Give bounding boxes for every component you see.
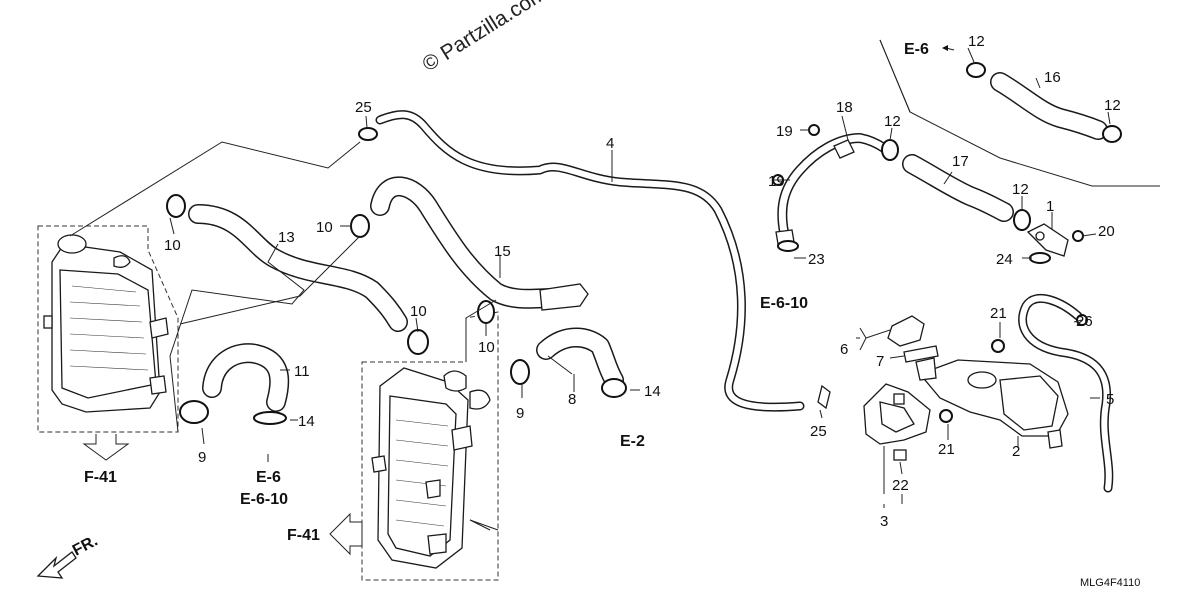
water-pump-assembly (915, 357, 1069, 449)
callout-8[interactable]: 8 (568, 391, 576, 408)
center-radiator (361, 311, 499, 581)
callout-12-top[interactable]: 12 (968, 33, 985, 50)
callout-23[interactable]: 23 (808, 251, 825, 268)
callout-14-left[interactable]: 14 (298, 413, 315, 430)
callout-9-left[interactable]: 9 (198, 449, 206, 466)
callout-25-top[interactable]: 25 (355, 99, 372, 116)
callout-12-right[interactable]: 12 (1012, 181, 1029, 198)
hose-15 (370, 176, 589, 311)
callout-19-lower[interactable]: 19 (768, 173, 785, 190)
callout-12-middle[interactable]: 12 (884, 113, 901, 130)
callout-14-right[interactable]: 14 (644, 383, 661, 400)
callout-26[interactable]: 26 (1076, 313, 1093, 330)
diagram-code: MLG4F4110 (1080, 577, 1140, 589)
front-arrow-icon (36, 551, 77, 579)
callout-24[interactable]: 24 (996, 251, 1013, 268)
callout-7[interactable]: 7 (876, 353, 884, 370)
callout-18[interactable]: 18 (836, 99, 853, 116)
hose-16 (990, 72, 1108, 140)
clamps (166, 62, 1122, 425)
callout-11[interactable]: 11 (294, 363, 310, 380)
callout-6[interactable]: 6 (840, 341, 848, 358)
flange-1 (1026, 223, 1069, 257)
callout-1[interactable]: 1 (1046, 198, 1054, 215)
ref-e6-top[interactable]: E-6 (904, 41, 929, 58)
leader-lines (69, 39, 1160, 531)
ref-e2[interactable]: E-2 (620, 433, 645, 450)
callout-2[interactable]: 2 (1012, 443, 1020, 460)
callout-10-right[interactable]: 10 (478, 339, 495, 356)
hose-17 (902, 154, 1014, 222)
hose-8 (536, 327, 624, 390)
callout-12-top-right[interactable]: 12 (1104, 97, 1121, 114)
callout-10-middle[interactable]: 10 (410, 303, 427, 320)
hose-5 (1018, 293, 1114, 493)
ref-f41-center[interactable]: F-41 (287, 527, 320, 544)
watermark: © Partzilla.com (418, 0, 550, 76)
bracket-3 (863, 383, 931, 445)
callout-20[interactable]: 20 (1098, 223, 1115, 240)
callout-22[interactable]: 22 (892, 477, 909, 494)
callouts: 1 2 3 4 5 6 7 8 9 9 10 10 10 10 11 12 12… (164, 33, 1121, 530)
direction-arrow-f41-center (329, 512, 363, 556)
callout-16[interactable]: 16 (1044, 69, 1061, 86)
ref-f41-left[interactable]: F-41 (84, 469, 117, 486)
callout-3[interactable]: 3 (880, 513, 888, 530)
washer-22 (893, 449, 907, 461)
callout-21-lower[interactable]: 21 (938, 441, 955, 458)
callout-15[interactable]: 15 (494, 243, 511, 260)
front-direction-indicator: FR. (36, 532, 101, 579)
callout-10-upper[interactable]: 10 (316, 219, 333, 236)
left-radiator (37, 225, 179, 433)
callout-4[interactable]: 4 (606, 135, 614, 152)
ref-e6-lower[interactable]: E-6 (256, 469, 281, 486)
direction-arrow-f41-left (82, 434, 130, 461)
hose-11 (202, 343, 290, 412)
callout-21-upper[interactable]: 21 (990, 305, 1007, 322)
callout-13[interactable]: 13 (278, 229, 295, 246)
callout-9-center[interactable]: 9 (516, 405, 524, 422)
ref-e6-10-lower[interactable]: E-6-10 (240, 491, 288, 508)
callout-10-left[interactable]: 10 (164, 237, 181, 254)
ref-e6-top-arrowhead (942, 45, 948, 51)
callout-5[interactable]: 5 (1106, 391, 1114, 408)
pipe-18 (775, 133, 889, 245)
callout-25-lower[interactable]: 25 (810, 423, 827, 440)
oring-25-lower (817, 384, 831, 410)
hose-15-end-fitting (539, 283, 589, 311)
callout-17[interactable]: 17 (952, 153, 969, 170)
reference-codes: E-6 E-6-10 E-6 E-6-10 E-2 (240, 41, 955, 508)
radiator-cap (57, 234, 87, 254)
hose-13 (188, 204, 408, 332)
part-6-7 (887, 315, 939, 363)
callout-19-upper[interactable]: 19 (776, 123, 793, 140)
ref-e6-10-right[interactable]: E-6-10 (760, 295, 808, 312)
hose-4 (375, 110, 805, 412)
